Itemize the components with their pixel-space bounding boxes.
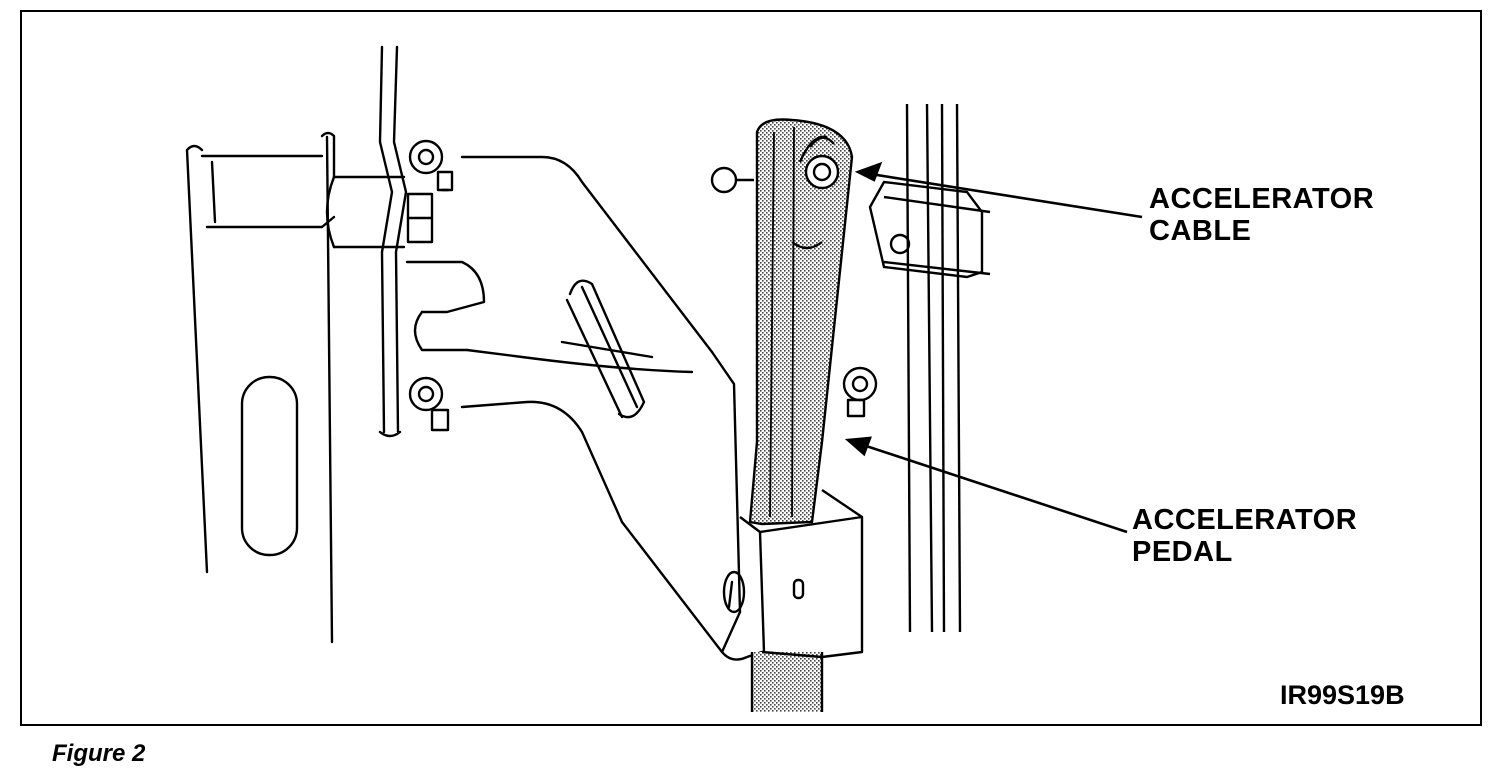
accelerator-pedal-arm (748, 118, 854, 712)
pedal-diagram (185, 45, 1143, 712)
figure-id: IR99S19B (1280, 680, 1405, 710)
mounting-plate (378, 45, 408, 438)
pedal-leader-arrow (844, 436, 1128, 534)
bracket-nut-bottom (408, 376, 450, 432)
bracket-nut-top (408, 139, 454, 192)
sleeve-slot (792, 578, 805, 600)
callout-line: CABLE (1149, 215, 1252, 247)
pedal-sleeve (739, 489, 864, 659)
callout-line: ACCELERATOR (1132, 504, 1358, 536)
pedal-side-nut (842, 366, 878, 418)
callout-line: PEDAL (1132, 536, 1233, 568)
pedal-bracket (325, 155, 764, 661)
figure-frame: ACCELERATOR CABLE ACCELERATOR PEDAL IR99… (20, 10, 1482, 726)
accelerator-cable-label: ACCELERATOR CABLE (1149, 183, 1374, 247)
cable-clip (710, 166, 754, 194)
accelerator-cable-end (791, 135, 840, 250)
accelerator-pedal-label: ACCELERATOR PEDAL (1132, 504, 1357, 568)
panel-slot (240, 375, 299, 557)
figure-caption: Figure 2 (52, 740, 146, 767)
column-bolt-hole (889, 233, 911, 255)
cable-leader-arrow (854, 161, 1143, 219)
bracket-hole (722, 570, 746, 614)
support-panel (185, 131, 336, 644)
callout-line: ACCELERATOR (1149, 183, 1375, 215)
steering-column-tubes (868, 103, 991, 633)
